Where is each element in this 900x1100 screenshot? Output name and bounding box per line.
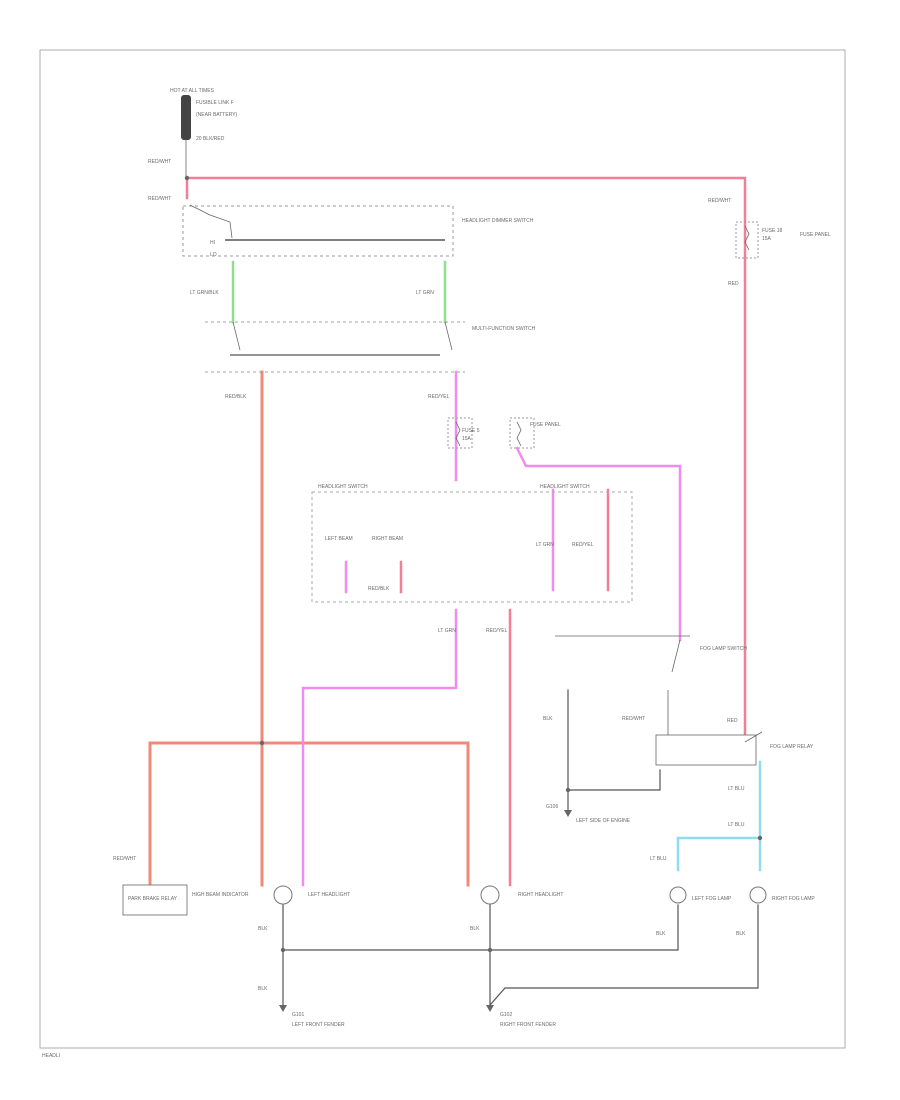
label-g102-note: RIGHT FRONT FENDER [500,1022,556,1028]
fuse-18-symbol [455,421,461,447]
label-mf-switch: MULTI-FUNCTION SWITCH [472,326,536,332]
splice-dot [259,740,265,746]
splice-dot [757,835,763,841]
label-ltblu-2: LT BLU [728,822,745,828]
wire-blk-relay [567,689,661,791]
label-fl-wire: 20 BLK/RED [196,136,225,142]
wire-pink-mf-out [301,608,458,887]
label-wire-redwht-right: RED/WHT [708,198,731,204]
label-g101-note: LEFT FRONT FENDER [292,1022,345,1028]
splice-dot [565,787,571,793]
park-brake-relay-box [122,884,188,916]
label-dimmer-lo: LO [210,252,217,258]
splice-dot [487,947,493,953]
fuse-panel-right-box [735,221,759,259]
wire-blk-right-fog [489,904,759,1006]
label-fuse-5-amp: 15A [462,436,472,442]
headlight-switch-box [311,491,633,603]
label-blk-2: BLK [470,926,480,932]
ground-g101 [279,1005,287,1012]
label-wire-ltgrn-out: LT GRN [438,628,456,634]
label-blk-5: BLK [258,986,268,992]
label-ground-note: LEFT SIDE OF ENGINE [576,818,631,824]
label-fuse-18-panel: FUSE PANEL [800,232,831,238]
fusible-link [181,95,191,140]
label-blk-3: BLK [656,931,666,937]
label-ltblu-1: LT BLU [728,786,745,792]
ground-g102 [486,1005,494,1012]
wire-pink-fuse5 [515,446,682,642]
label-dimmer-hi: HI [210,240,215,246]
label-wire-red-relay: RED [727,718,738,724]
label-footer-code: HEADLI [42,1053,60,1059]
label-right-fog: RIGHT FOG LAMP [772,896,815,902]
label-wire-redblk-sw: RED/BLK [368,586,390,592]
label-wire-redyel-sw: RED/YEL [572,542,594,548]
label-ground-left: G106 [546,804,558,810]
fuse-panel-right-symbol [744,225,750,251]
label-wire-blk-relay: BLK [543,716,553,722]
label-fusible-link: FUSIBLE LINK F [196,100,234,106]
left-headlight-lamp [273,885,293,905]
fog-switch-contact [671,639,681,673]
splice-dot [280,947,286,953]
relay-contact [744,731,763,743]
label-left-beam: LEFT BEAM [325,536,353,542]
label-fuse-5-panel: FUSE PANEL [530,422,561,428]
label-fuse-18-amp: 15A [762,236,772,242]
label-blk-1: BLK [258,926,268,932]
label-park-brake-relay: PARK BRAKE RELAY [128,896,178,902]
label-wire-redwht-relay: RED/WHT [622,716,645,722]
label-dimmer-switch: HEADLIGHT DIMMER SWITCH [462,218,534,224]
diagram-frame [39,49,846,1049]
label-right-beam: RIGHT BEAM [372,536,403,542]
label-wire-redyel-out: RED/YEL [486,628,508,634]
splice-dot [184,175,190,181]
label-left-fog: LEFT FOG LAMP [692,896,732,902]
label-blk-4: BLK [736,931,746,937]
label-fuse-5: FUSE 5 [462,428,480,434]
label-wire-ltgrn-1: LT GRN/BLK [190,290,219,296]
wire-ltblu [676,760,762,872]
label-g102: G102 [500,1012,512,1018]
label-relay: FOG LAMP RELAY [770,744,814,750]
label-fuse-panel: HOT AT ALL TIMES [170,88,215,94]
label-hl-switch-right: HEADLIGHT SWITCH [540,484,590,490]
label-g101: G101 [292,1012,304,1018]
label-redwht-lamp: RED/WHT [113,856,136,862]
dimmer-switch-contact [189,204,233,239]
wire-blk-ground-bus [282,904,679,951]
right-headlight-lamp [480,885,500,905]
wire-red-top-feed [185,176,747,744]
ground-g106 [564,810,572,817]
mf-switch-contact-l [232,321,241,351]
fuse-5-symbol [516,421,522,447]
label-left-headlight: LEFT HEADLIGHT [308,892,350,898]
fuse-5-box [509,417,535,449]
label-ltblu-3: LT BLU [650,856,667,862]
label-wire-redwht-top: RED/WHT [148,159,171,165]
label-wire-red: RED [728,281,739,287]
label-wire-ltgrn-2: LT GRN [416,290,434,296]
label-hl-switch-left: HEADLIGHT SWITCH [318,484,368,490]
mf-switch-contact-r [444,321,453,351]
label-fog-switch: FOG LAMP SWITCH [700,646,747,652]
label-fuse-18: FUSE 18 [762,228,783,234]
label-fl-note: (NEAR BATTERY) [196,112,238,118]
dimmer-switch-box [182,205,454,257]
label-wire-ltgrn-sw: LT GRN [536,542,554,548]
fuse-18-box [447,417,473,449]
label-indicator: HIGH BEAM INDICATOR [192,892,249,898]
label-wire-redyel: RED/YEL [428,394,450,400]
right-fog-lamp [749,886,767,904]
label-wire-redwht-sw: RED/WHT [148,196,171,202]
label-wire-redblk: RED/BLK [225,394,247,400]
label-right-headlight: RIGHT HEADLIGHT [518,892,563,898]
left-fog-lamp [669,886,687,904]
fog-lamp-relay [655,734,757,766]
